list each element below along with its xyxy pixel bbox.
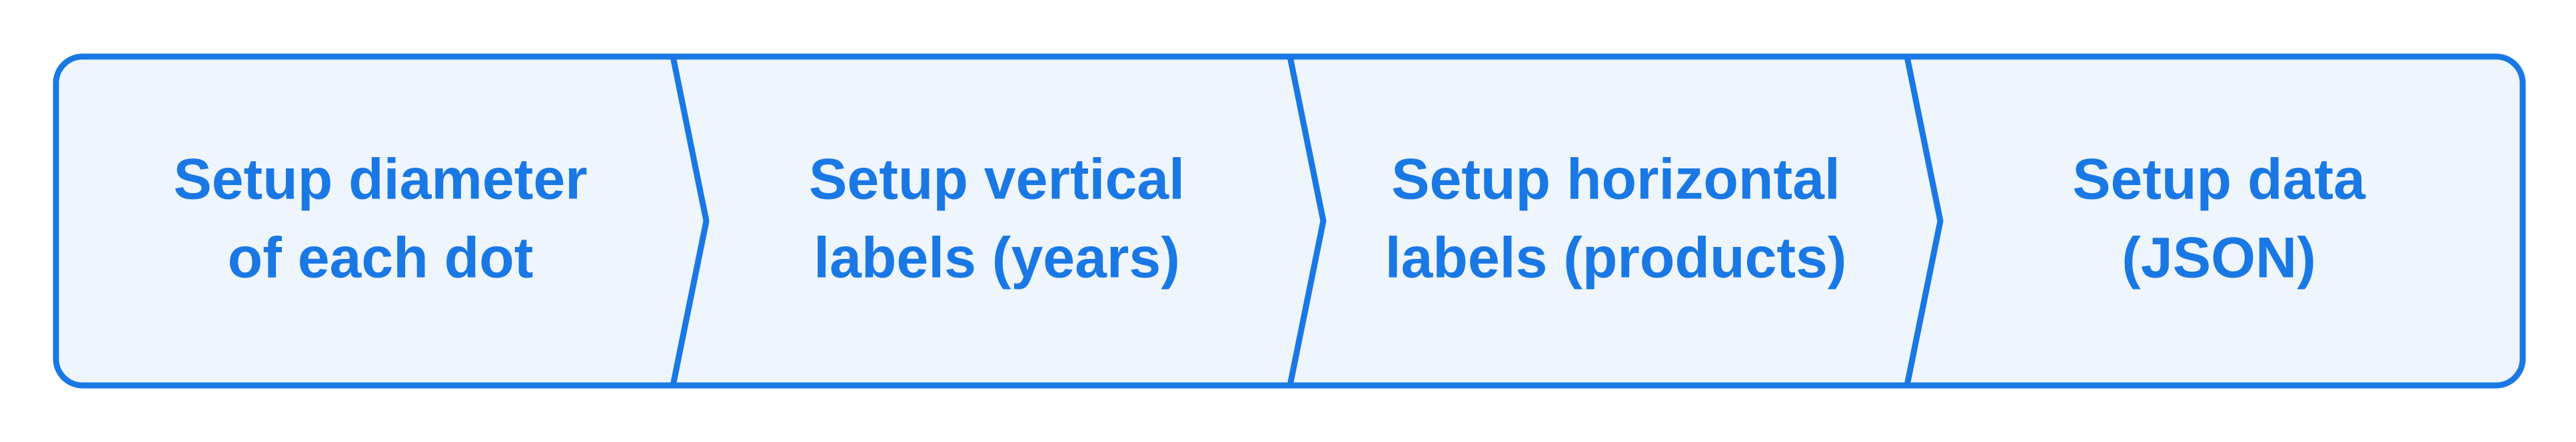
step-separator-1 [670, 56, 710, 386]
flow-container [53, 53, 2526, 389]
step-separator-3 [1904, 56, 1944, 386]
step-3-line-1: Setup horizontal [1391, 148, 1840, 212]
step-4-line-2: (JSON) [2122, 226, 2315, 290]
step-1-line-1: Setup diameter [173, 148, 587, 212]
step-2-line-2: labels (years) [814, 226, 1180, 290]
step-1-line-2: of each dot [228, 226, 534, 290]
step-1: Setup diameter of each dot [173, 148, 587, 290]
step-3: Setup horizontal labels (products) [1385, 148, 1847, 290]
step-3-line-2: labels (products) [1385, 226, 1847, 290]
step-4-line-1: Setup data [2072, 148, 2366, 212]
step-4: Setup data (JSON) [2072, 148, 2366, 290]
step-separator-2 [1287, 56, 1327, 386]
step-2: Setup vertical labels (years) [809, 148, 1185, 290]
step-2-line-1: Setup vertical [809, 148, 1185, 212]
